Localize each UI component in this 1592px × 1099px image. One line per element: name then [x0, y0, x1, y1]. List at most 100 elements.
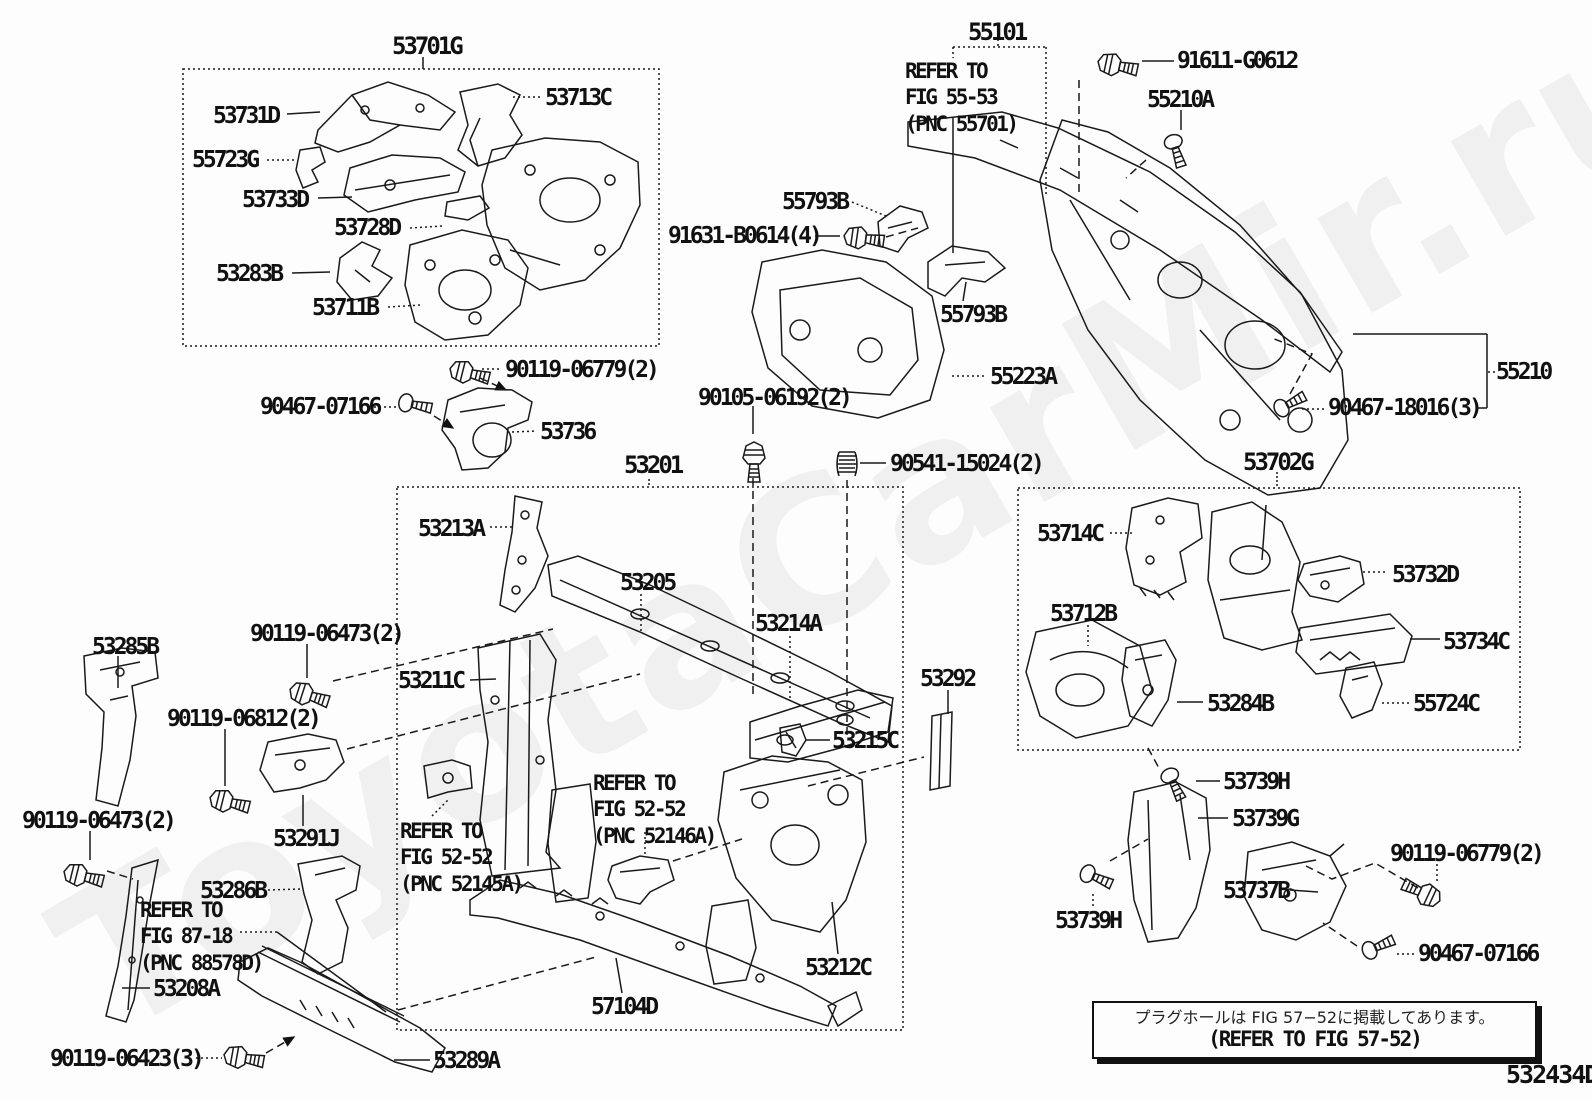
- part-number-55793b-2: 55793B: [940, 302, 1008, 328]
- part-drawing-53711b: [404, 229, 529, 341]
- part-number-53728d: 53728D: [334, 215, 402, 241]
- part-number-91611-g0612: 91611-G0612: [1177, 48, 1299, 74]
- group-box-53201: [396, 486, 904, 1031]
- part-number-90467-07166-2: 90467-07166: [1418, 941, 1540, 967]
- part-number-53289a: 53289A: [433, 1048, 501, 1074]
- part-number-53739h: 53739H: [1223, 769, 1291, 795]
- part-drawing-53712b: [1025, 619, 1153, 739]
- bolt-icon: [742, 441, 766, 483]
- figure-code: 532434D: [1506, 1060, 1592, 1089]
- clip-icon: [396, 391, 434, 418]
- part-number-53734c: 53734C: [1443, 629, 1511, 655]
- part-drawing-53731d: [314, 81, 457, 153]
- refer-note-fig52-52-52146a: REFER TO FIG 52-52 (PNC 52146A): [593, 771, 717, 848]
- group-box-53702g: [1017, 487, 1521, 751]
- bolt-icon: [446, 357, 493, 390]
- grommet-icon: [836, 451, 858, 477]
- bolt-icon: [221, 1043, 267, 1074]
- part-drawing-55793b-2: [927, 245, 1007, 297]
- part-number-53739g: 53739G: [1232, 806, 1300, 832]
- part-number-53713c: 53713C: [545, 85, 613, 111]
- part-drawing-55724c: [1339, 661, 1383, 719]
- part-drawing-53215c: [779, 723, 807, 757]
- part-number-91631-b0614: 91631-B0614(4): [668, 223, 823, 249]
- part-number-90541-15024: 90541-15024(2): [890, 451, 1045, 477]
- part-number-55793b: 55793B: [782, 189, 850, 215]
- part-drawing-53284b: [1121, 639, 1177, 727]
- part-drawing-55723g: [295, 146, 326, 189]
- part-number-90467-18016: 90467-18016(3): [1328, 395, 1483, 421]
- bolt-icon: [1095, 50, 1141, 82]
- part-drawing-57104d: [469, 783, 863, 1028]
- refer-note-fig52-52-52145a: REFER TO FIG 52-52 (PNC 52145A): [400, 819, 524, 896]
- part-drawing-53208a: [105, 858, 159, 1023]
- part-number-55724c: 55724C: [1413, 691, 1481, 717]
- part-drawing-53713c: [457, 83, 523, 167]
- part-drawing-cowl-top-55101: [907, 111, 1343, 374]
- part-number-55223a: 55223A: [990, 364, 1058, 390]
- part-number-57104d: 57104D: [591, 994, 659, 1020]
- bolt-icon: [206, 786, 253, 819]
- part-number-90119-06779-2: 90119-06779(2): [1390, 841, 1545, 867]
- part-drawing-53283b: [336, 241, 394, 301]
- group-title-53701g: 53701G: [392, 32, 464, 60]
- part-drawing-53211c: [477, 633, 562, 877]
- part-drawing-53285b: [83, 647, 159, 807]
- clip-icon: [1358, 930, 1398, 963]
- part-number-53711b: 53711B: [312, 295, 380, 321]
- plug-hole-note-box: プラグホールは FIG 57−52に掲載してあります。 (REFER TO FI…: [1092, 1001, 1537, 1059]
- part-drawing-53733d: [343, 154, 466, 213]
- part-drawing-55793b-1: [877, 205, 929, 253]
- part-drawing-53292: [929, 711, 953, 791]
- part-number-53292: 53292: [920, 666, 977, 692]
- part-drawing-bracket-52145a: [423, 759, 473, 799]
- part-number-53286b: 53286B: [200, 878, 268, 904]
- part-number-53285b: 53285B: [92, 634, 160, 660]
- part-drawing-53213a: [499, 495, 549, 613]
- bolt-icon: [60, 860, 107, 893]
- clip-icon: [1076, 861, 1116, 894]
- part-drawing-apron-tower-lh: [1207, 501, 1303, 651]
- part-drawing-53732d: [1297, 555, 1365, 603]
- clip-icon: [1161, 131, 1191, 171]
- group-title-53201: 53201: [624, 451, 684, 479]
- part-number-90119-06473: 90119-06473(2): [250, 621, 405, 647]
- clip-icon: [1157, 764, 1190, 804]
- part-number-55101: 55101: [968, 18, 1028, 46]
- refer-note-fig87-18: REFER TO FIG 87-18 (PNC 88578D): [140, 898, 264, 975]
- part-number-53214a: 53214A: [755, 611, 823, 637]
- part-drawing-53737b: [1243, 841, 1347, 941]
- part-drawing-dash-panel-55210: [1039, 119, 1349, 496]
- part-number-53208a: 53208A: [153, 976, 221, 1002]
- part-number-53737b: 53737B: [1223, 878, 1291, 904]
- part-drawing-bracket-52146a: [607, 855, 675, 905]
- part-number-53211c: 53211C: [398, 668, 466, 694]
- part-number-53739h-2: 53739H: [1055, 908, 1123, 934]
- plug-hole-note-en: (REFER TO FIG 57-52): [1208, 1027, 1423, 1051]
- group-title-53702g: 53702G: [1243, 448, 1315, 476]
- part-drawing-53739g: [1127, 781, 1211, 943]
- part-number-90105-06192: 90105-06192(2): [698, 385, 853, 411]
- part-number-90119-06812: 90119-06812(2): [167, 706, 322, 732]
- part-drawing-53291j: [259, 733, 345, 793]
- part-number-53291j: 53291J: [273, 826, 341, 852]
- part-number-90467-07166: 90467-07166: [260, 394, 382, 420]
- refer-note-fig55-53: REFER TO FIG 55-53 (PNC 55701): [905, 59, 1019, 136]
- part-number-53732d: 53732D: [1392, 562, 1460, 588]
- part-drawing-53289a: [237, 945, 446, 1073]
- part-number-53205: 53205: [620, 570, 677, 596]
- part-number-55723g: 55723G: [192, 147, 260, 173]
- part-drawing-53736: [441, 387, 533, 471]
- part-number-53213a: 53213A: [418, 516, 486, 542]
- part-number-53212c: 53212C: [805, 955, 873, 981]
- part-number-90119-06423: 90119-06423(3): [50, 1046, 205, 1072]
- title-connectors: [422, 39, 1278, 488]
- part-drawing-53212c: [717, 755, 867, 933]
- part-number-90119-06473-2: 90119-06473(2): [22, 808, 177, 834]
- part-drawing-53286b: [297, 855, 361, 975]
- part-number-53215c: 53215C: [832, 728, 900, 754]
- part-drawing-53728d: [444, 195, 491, 221]
- leader-lines: [89, 60, 1495, 1061]
